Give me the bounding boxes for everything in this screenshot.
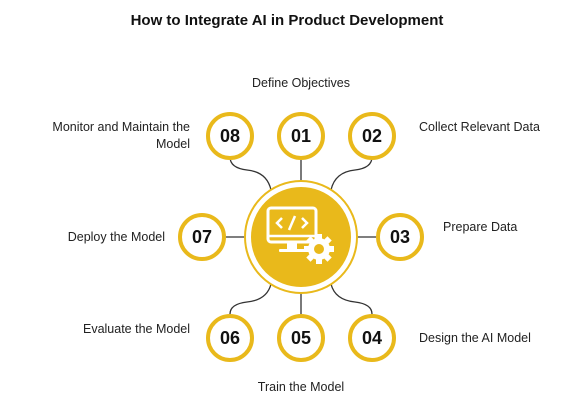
page-title: How to Integrate AI in Product Developme… <box>130 12 444 29</box>
step-05-node: 05 <box>277 314 325 362</box>
code-monitor-gear-icon <box>266 206 334 264</box>
step-02-node: 02 <box>348 112 396 160</box>
step-08-node: 08 <box>206 112 254 160</box>
center-hub <box>246 182 356 292</box>
step-04-label: Design the AI Model <box>419 331 531 345</box>
step-08-label: Monitor and Maintain the Model <box>52 120 190 151</box>
step-02-label: Collect Relevant Data <box>419 120 540 134</box>
step-07-label: Deploy the Model <box>67 230 165 244</box>
step-05-label: Train the Model <box>257 380 345 394</box>
step-06-label: Evaluate the Model <box>82 322 190 336</box>
step-07-node: 07 <box>178 213 226 261</box>
step-03-label: Prepare Data <box>443 220 518 234</box>
step-01-label: Define Objectives <box>252 76 350 90</box>
step-06-node: 06 <box>206 314 254 362</box>
step-01-node: 01 <box>277 112 325 160</box>
step-03-node: 03 <box>376 213 424 261</box>
step-04-node: 04 <box>348 314 396 362</box>
